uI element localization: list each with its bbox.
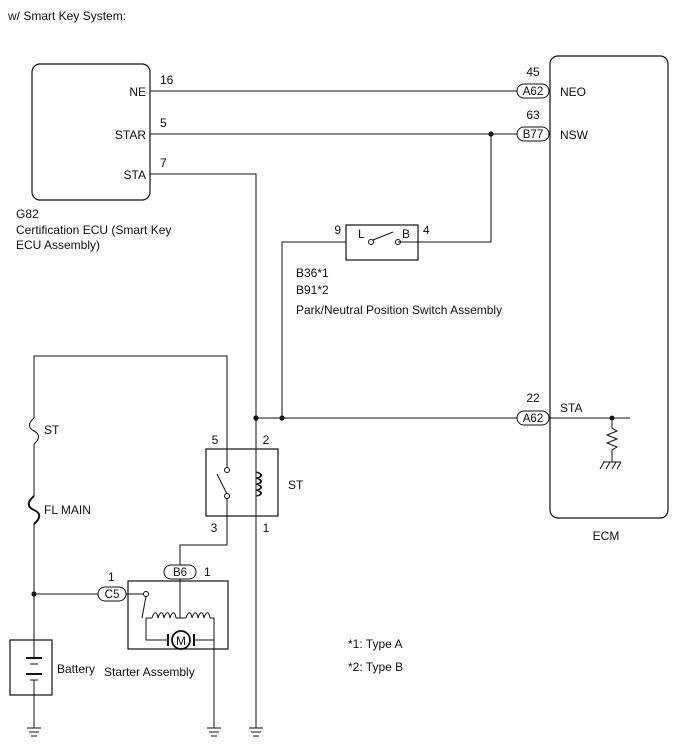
cert-ecu-pin-star-label: STAR bbox=[115, 128, 146, 142]
junction-sta-right bbox=[279, 415, 285, 421]
ground-icon-battery bbox=[27, 727, 41, 737]
svg-text:A62: A62 bbox=[523, 86, 543, 98]
pnp-pin-right: 4 bbox=[423, 223, 430, 237]
connector-b6: B6 bbox=[163, 564, 197, 580]
cert-ecu-pin-star-number: 5 bbox=[160, 116, 167, 130]
st-relay-label: ST bbox=[288, 478, 304, 492]
pnp-code-type-a: B36*1 bbox=[296, 266, 329, 280]
starter-field-coil-left bbox=[151, 612, 177, 619]
starter-motor-label: M bbox=[176, 634, 186, 648]
pnp-switch-blade bbox=[372, 231, 394, 241]
ecm-pin-neo-number: 45 bbox=[526, 65, 540, 79]
wire-battery-supply bbox=[33, 355, 228, 640]
fuse-st-icon bbox=[29, 417, 39, 445]
svg-text:A62: A62 bbox=[523, 413, 543, 425]
wire-nsw-to-pnp bbox=[418, 134, 492, 243]
junction-sta-left bbox=[253, 415, 259, 421]
svg-text:B6: B6 bbox=[173, 567, 187, 579]
pnp-contact-left bbox=[368, 239, 374, 245]
connector-a62-neo: A62 bbox=[516, 83, 550, 99]
pnp-code-type-b: B91*2 bbox=[296, 283, 329, 297]
note-type-b: *2: Type B bbox=[348, 660, 403, 674]
cert-ecu-pin-ne-number: 16 bbox=[160, 73, 174, 87]
st-relay-contact-top bbox=[224, 467, 230, 473]
pnp-label-b: B bbox=[402, 227, 410, 241]
connector-b77-nsw: B77 bbox=[516, 126, 550, 142]
ground-icon-starter bbox=[207, 727, 221, 737]
cert-ecu-code: G82 bbox=[16, 207, 39, 221]
st-relay-pin-5: 5 bbox=[212, 433, 219, 447]
st-relay-pin-2: 2 bbox=[263, 433, 270, 447]
starter-switch bbox=[141, 595, 147, 619]
junction-battery bbox=[31, 591, 37, 597]
st-relay-pin-1: 1 bbox=[263, 521, 270, 535]
ecm-pulldown-resistor bbox=[605, 418, 619, 462]
svg-text:C5: C5 bbox=[105, 589, 120, 601]
diagram-title: w/ Smart Key System: bbox=[7, 9, 126, 23]
battery-box bbox=[9, 639, 53, 696]
starter-assembly-label: Starter Assembly bbox=[104, 665, 195, 679]
pnp-label-l: L bbox=[358, 227, 365, 241]
ecm-pin-sta-label: STA bbox=[560, 401, 582, 415]
cert-ecu-pin-ne-label: NE bbox=[129, 85, 146, 99]
note-type-a: *1: Type A bbox=[348, 637, 403, 651]
wire-cert-sta bbox=[150, 173, 257, 728]
starter-motor-icon bbox=[171, 630, 191, 650]
pnp-pin-left: 9 bbox=[334, 223, 341, 237]
connector-a62-sta: A62 bbox=[516, 410, 550, 426]
st-relay-box bbox=[205, 448, 279, 517]
cert-ecu-pin-sta-number: 7 bbox=[160, 156, 167, 170]
fuse-st-label: ST bbox=[44, 423, 60, 437]
cert-ecu-pin-sta-label: STA bbox=[124, 168, 146, 182]
st-relay-switch bbox=[216, 473, 228, 495]
ecm-pin-nsw-number: 63 bbox=[526, 108, 540, 122]
svg-text:B77: B77 bbox=[523, 129, 543, 141]
ecm-box bbox=[549, 55, 669, 519]
wire-pnp-to-sta bbox=[281, 241, 346, 418]
st-relay-pin-3: 3 bbox=[211, 521, 218, 535]
st-relay-contact-bottom bbox=[224, 493, 230, 499]
starter-field-coil-right bbox=[185, 612, 211, 619]
ecm-label: ECM bbox=[593, 529, 620, 543]
cert-ecu-name-line2: ECU Assembly) bbox=[16, 238, 100, 252]
wire-relay-to-b6 bbox=[179, 544, 227, 565]
certification-ecu-box bbox=[31, 63, 151, 201]
battery-label: Battery bbox=[57, 662, 95, 676]
cert-ecu-name-line1: Certification ECU (Smart Key bbox=[16, 223, 171, 237]
pnp-switch-name: Park/Neutral Position Switch Assembly bbox=[296, 303, 502, 317]
ecm-pin-nsw-label: NSW bbox=[560, 128, 589, 142]
fuse-fl-main-label: FL MAIN bbox=[44, 503, 91, 517]
ecm-pin-neo-label: NEO bbox=[560, 85, 586, 99]
starter-b6-pin: 1 bbox=[204, 565, 211, 579]
fuse-fl-main-icon bbox=[27, 495, 41, 525]
connector-c5: C5 bbox=[97, 586, 127, 602]
starter-c5-pin: 1 bbox=[108, 570, 115, 584]
ground-icon-sta bbox=[249, 727, 263, 737]
ecm-pin-sta-number: 22 bbox=[526, 391, 540, 405]
starter-contact bbox=[143, 591, 149, 597]
